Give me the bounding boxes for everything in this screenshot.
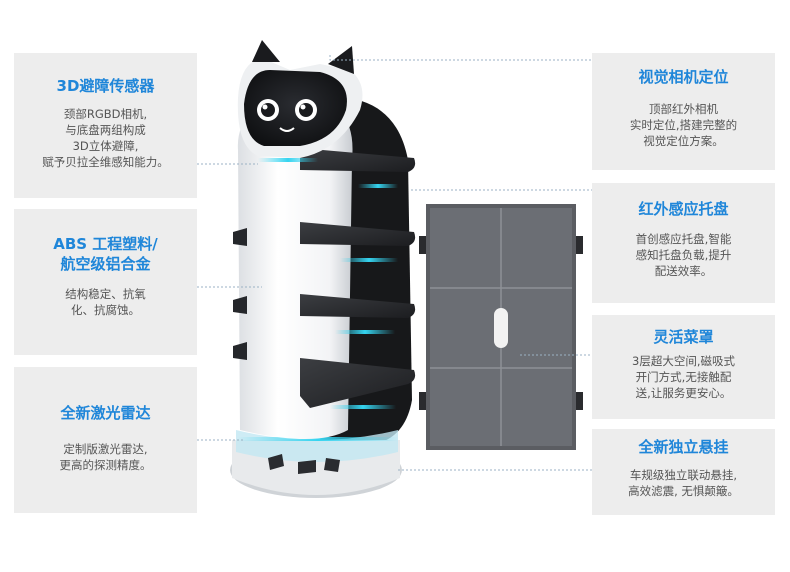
feature-card-cover: 灵活菜罩 3层超大空间,磁吸式 开门方式,无接触配 送,让服务更安心。 <box>592 315 775 419</box>
feature-desc: 颈部RGBD相机, 与底盘两组构成 3D立体避障, 赋予贝拉全维感知能力。 <box>42 107 169 169</box>
feature-card-visual-camera: 视觉相机定位 顶部红外相机 实时定位,搭建完整的 视觉定位方案。 <box>592 53 775 170</box>
feature-title: 3D避障传感器 <box>56 77 155 95</box>
infrared-tray-image <box>419 204 583 450</box>
feature-title: ABS 工程塑料/ 航空级铝合金 <box>53 235 158 273</box>
feature-title: 红外感应托盘 <box>638 200 729 218</box>
feature-desc: 结构稳定、抗氧 化、抗腐蚀。 <box>65 287 146 317</box>
feature-card-abs-material: ABS 工程塑料/ 航空级铝合金 结构稳定、抗氧 化、抗腐蚀。 <box>14 209 197 355</box>
feature-title: 灵活菜罩 <box>653 328 714 346</box>
feature-desc: 定制版激光雷达, 更高的探测精度。 <box>59 442 152 472</box>
feature-title: 视觉相机定位 <box>638 68 729 86</box>
feature-desc: 3层超大空间,磁吸式 开门方式,无接触配 送,让服务更安心。 <box>632 354 735 400</box>
feature-desc: 顶部红外相机 实时定位,搭建完整的 视觉定位方案。 <box>629 102 738 148</box>
feature-card-3d-sensor: 3D避障传感器 颈部RGBD相机, 与底盘两组构成 3D立体避障, 赋予贝拉全维… <box>14 53 197 198</box>
feature-card-lidar: 全新激光雷达 定制版激光雷达, 更高的探测精度。 <box>14 367 197 513</box>
feature-card-infrared-tray: 红外感应托盘 首创感应托盘,智能 感知托盘负载,提升 配送效率。 <box>592 183 775 303</box>
feature-desc: 车规级独立联动悬挂, 高效滤震, 无惧颠簸。 <box>628 468 739 498</box>
feature-title: 全新独立悬挂 <box>638 438 729 456</box>
feature-title: 全新激光雷达 <box>60 404 151 422</box>
feature-desc: 首创感应托盘,智能 感知托盘负载,提升 配送效率。 <box>635 232 732 278</box>
feature-card-suspension: 全新独立悬挂 车规级独立联动悬挂, 高效滤震, 无惧颠簸。 <box>592 429 775 515</box>
